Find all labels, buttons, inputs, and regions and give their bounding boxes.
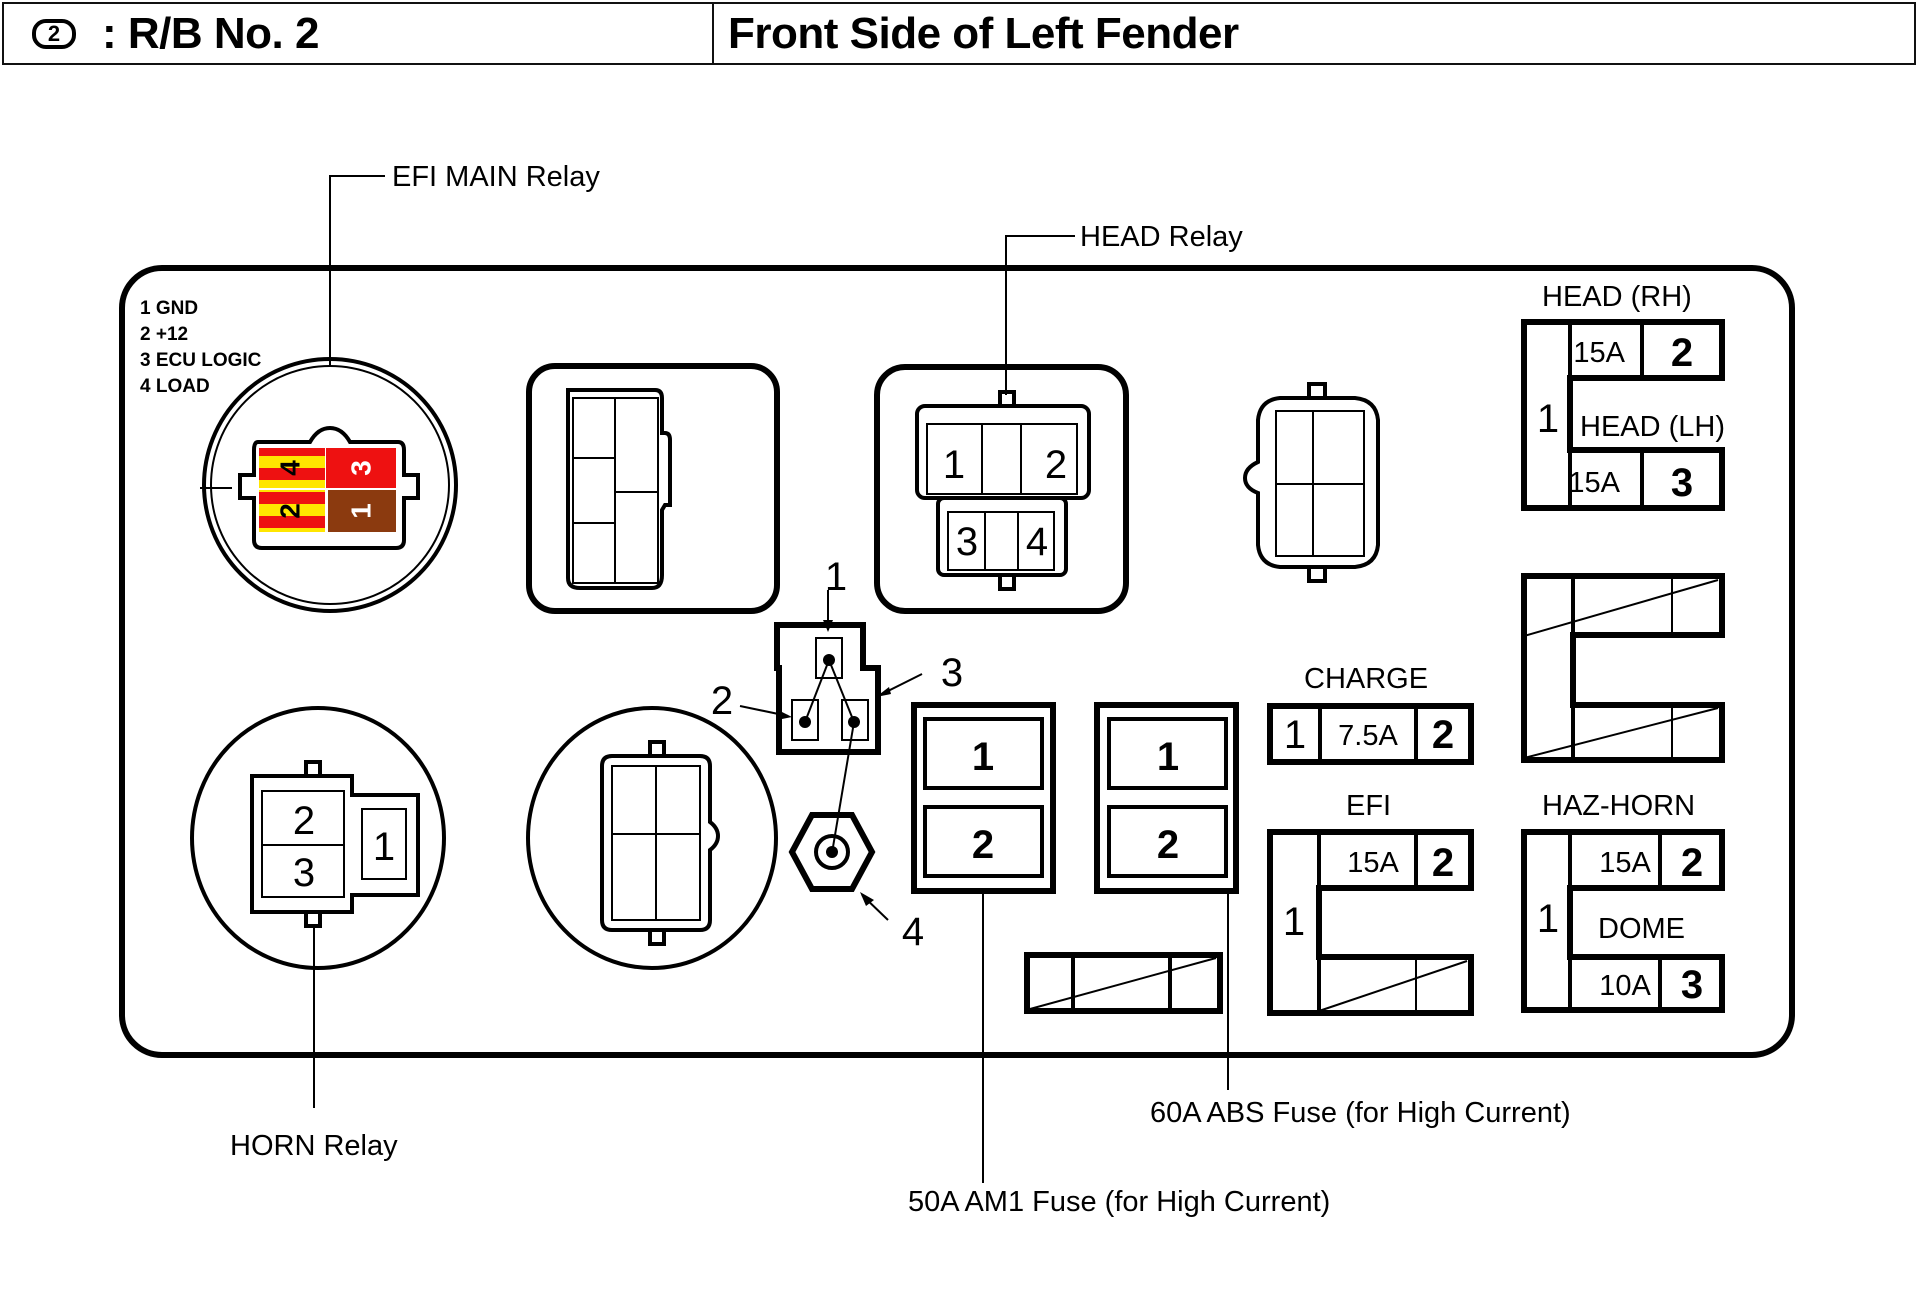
horn-relay-pin-3: 3 <box>293 851 315 895</box>
abs-pin-1: 1 <box>1157 735 1179 779</box>
abs-pin-2: 2 <box>1157 823 1179 867</box>
connector-4-slot-right[interactable] <box>1242 382 1380 583</box>
dome-rating: 10A <box>1599 970 1651 1002</box>
charge-label: CHARGE <box>1304 663 1428 695</box>
dome-pin-out: 3 <box>1681 963 1703 1007</box>
relay-socket-unlabeled-2[interactable] <box>526 706 778 970</box>
haz-dome-common-pin: 1 <box>1537 897 1559 941</box>
am1-fuse-label: 50A AM1 Fuse (for High Current) <box>908 1186 1330 1218</box>
ground-stud-nut[interactable]: 4 <box>788 812 924 954</box>
efi-main-relay[interactable]: 4 3 2 1 <box>200 357 458 613</box>
horn-relay-pin-1: 1 <box>373 825 395 869</box>
efi-main-leader <box>329 175 385 365</box>
haz-horn-pin-out: 2 <box>1681 841 1703 885</box>
sensor-pin-4-label: 4 <box>902 910 924 954</box>
head-rh-pin-out: 2 <box>1671 331 1693 375</box>
efi-pin-out: 2 <box>1432 841 1454 885</box>
sensor-pin-1-label: 1 <box>825 555 847 599</box>
abs-fuse-label: 60A ABS Fuse (for High Current) <box>1150 1097 1571 1129</box>
relay-block-id: 2 : R/B No. 2 <box>4 4 714 63</box>
spare-fuse-slot-e-shaped[interactable] <box>1521 573 1725 763</box>
haz-horn-label: HAZ-HORN <box>1542 790 1695 822</box>
efi-main-pin-1-label: 1 <box>346 503 377 519</box>
head-lh-pin-out: 3 <box>1671 461 1693 505</box>
head-relay-pin-2: 2 <box>1045 443 1067 487</box>
head-relay[interactable]: 1 2 3 4 <box>874 364 1129 614</box>
head-rh-label: HEAD (RH) <box>1542 281 1692 313</box>
charge-rating: 7.5A <box>1338 720 1398 752</box>
location-badge: 2 <box>32 18 76 49</box>
am1-fuse[interactable]: 1 2 <box>911 702 1056 894</box>
efi-main-pin-1 <box>328 490 396 532</box>
am1-pin-2: 2 <box>972 823 994 867</box>
sensor-pin-3-label: 3 <box>941 651 963 695</box>
charge-pin-in: 1 <box>1284 713 1306 757</box>
dome-label: DOME <box>1598 913 1685 945</box>
efi-main-pin-4 <box>259 448 325 488</box>
charge-pin-out: 2 <box>1432 713 1454 757</box>
efi-main-pin-3 <box>326 448 396 488</box>
efi-label: EFI <box>1346 790 1391 822</box>
efi-main-pin-2 <box>259 490 325 532</box>
head-rh-rating: 15A <box>1573 337 1625 369</box>
head-fuse-group[interactable]: HEAD (RH) 1 15A 2 HEAD (LH) 15A 3 <box>1521 281 1725 511</box>
efi-main-relay-label: EFI MAIN Relay <box>392 161 600 193</box>
location-title: Front Side of Left Fender <box>728 8 1239 58</box>
legend-ecu-logic: 3 ECU LOGIC <box>140 350 262 371</box>
haz-dome-fuse-group[interactable]: HAZ-HORN 1 15A 2 DOME 10A 3 <box>1521 790 1725 1013</box>
abs-fuse[interactable]: 1 2 <box>1094 702 1239 894</box>
spare-fuse-slot-bottom[interactable] <box>1024 952 1223 1014</box>
sensor-pin-2-label: 2 <box>711 679 733 723</box>
efi-main-pin-2-label: 2 <box>275 503 306 519</box>
legend-load: 4 LOAD <box>140 376 210 397</box>
header-bar: 2 : R/B No. 2 Front Side of Left Fender <box>2 2 1916 65</box>
horn-relay[interactable]: 2 3 1 <box>190 706 446 970</box>
relay-block-housing <box>119 265 1795 1058</box>
efi-fuse[interactable]: EFI 1 15A 2 <box>1267 790 1474 1016</box>
relay-socket-unlabeled-1[interactable] <box>526 363 780 614</box>
efi-pin-in: 1 <box>1283 900 1305 944</box>
relay-block-code: : R/B No. 2 <box>102 8 319 58</box>
head-relay-pin-1: 1 <box>943 443 965 487</box>
legend-12v: 2 +12 <box>140 324 188 345</box>
charge-fuse[interactable]: CHARGE 1 7.5A 2 <box>1267 663 1474 765</box>
head-relay-pin-3: 3 <box>956 520 978 564</box>
head-relay-label: HEAD Relay <box>1080 221 1243 253</box>
head-lh-label: HEAD (LH) <box>1580 411 1725 443</box>
head-lh-rating: 15A <box>1568 467 1620 499</box>
efi-rating: 15A <box>1347 847 1399 879</box>
head-relay-pin-4: 4 <box>1026 520 1048 564</box>
haz-horn-rating: 15A <box>1599 847 1651 879</box>
legend-gnd: 1 GND <box>140 298 198 319</box>
head-relay-leader <box>1005 235 1075 395</box>
terminal-connector-3pin[interactable]: 1 2 3 <box>711 555 963 854</box>
am1-pin-1: 1 <box>972 735 994 779</box>
location-cell: Front Side of Left Fender <box>714 4 1914 63</box>
horn-relay-pin-2: 2 <box>293 799 315 843</box>
head-common-pin: 1 <box>1537 397 1559 441</box>
efi-main-pin-3-label: 3 <box>346 460 377 476</box>
efi-main-pin-4-label: 4 <box>275 460 306 476</box>
horn-relay-label: HORN Relay <box>230 1130 398 1162</box>
